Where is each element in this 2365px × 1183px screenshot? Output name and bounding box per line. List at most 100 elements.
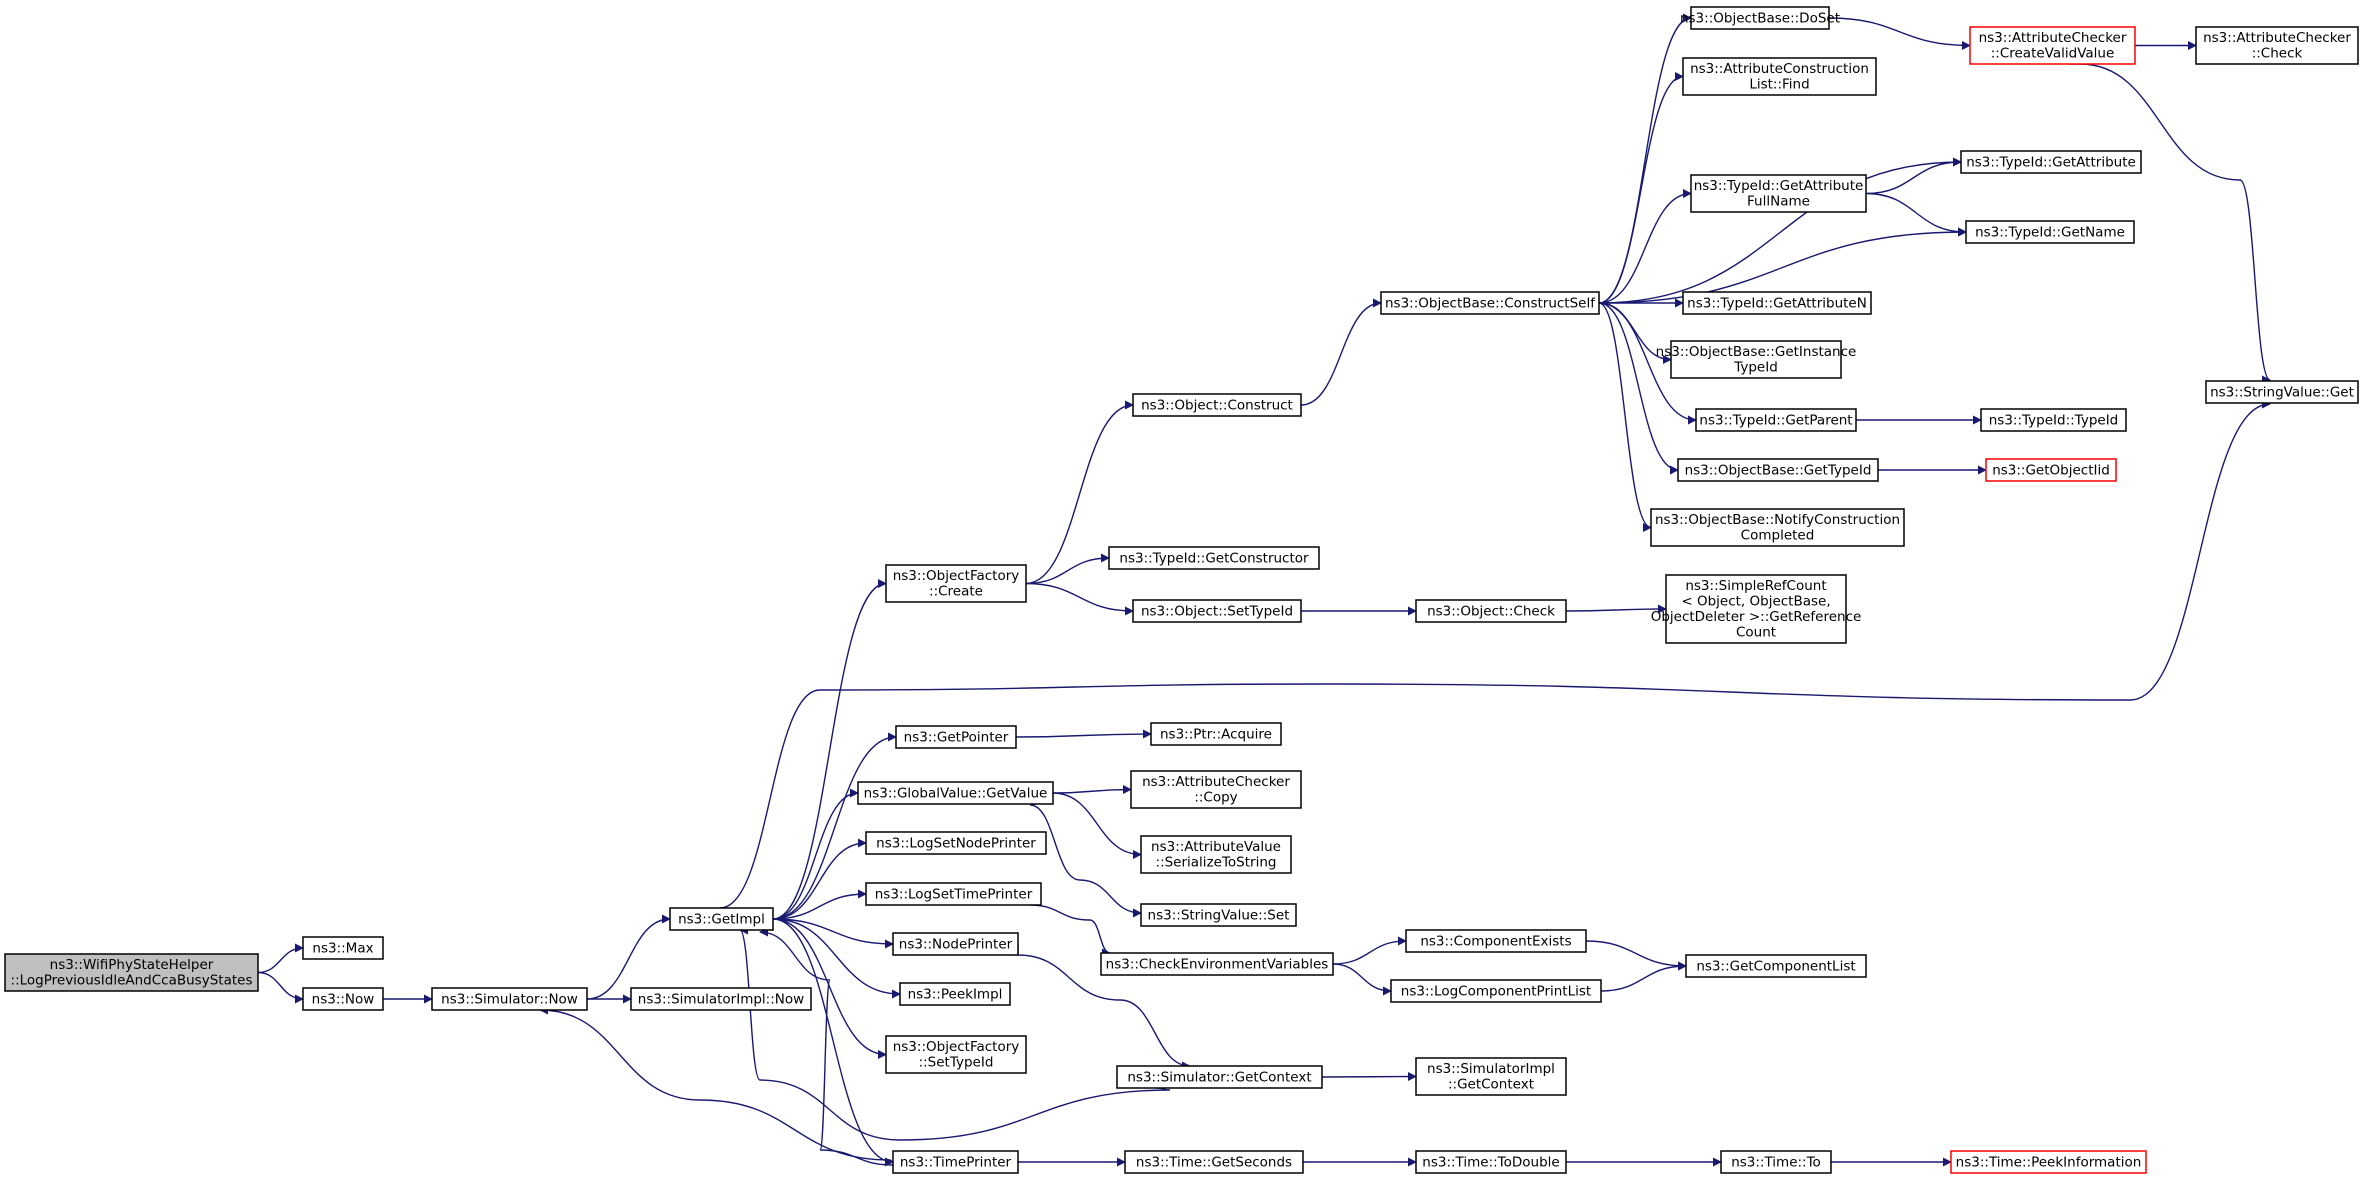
node-label-line: ::GetContext xyxy=(1448,1077,1534,1093)
node-label-line: FullName xyxy=(1747,194,1810,210)
graph-node-compexists[interactable]: ns3::ComponentExists xyxy=(1405,929,1587,953)
call-edge-timeprinter-to-getimpl xyxy=(759,927,894,1166)
graph-node-root[interactable]: ns3::WifiPhyStateHelper::LogPreviousIdle… xyxy=(4,953,259,992)
graph-node-objcheck[interactable]: ns3::Object::Check xyxy=(1415,599,1567,623)
node-label-line: ns3::GetImpl xyxy=(678,911,765,927)
node-box xyxy=(899,982,1011,1006)
graph-node-simimplgetcontext[interactable]: ns3::SimulatorImpl::GetContext xyxy=(1415,1057,1567,1096)
graph-node-gvgetvalue[interactable]: ns3::GlobalValue::GetValue xyxy=(857,781,1054,805)
node-box xyxy=(1720,1150,1832,1174)
graph-node-getattributen[interactable]: ns3::TypeId::GetAttributeN xyxy=(1682,291,1872,315)
node-label-line: ns3::PeekImpl xyxy=(908,986,1003,1002)
node-box xyxy=(1670,340,1842,379)
call-edge-root-to-max xyxy=(257,943,304,974)
graph-node-getpointer[interactable]: ns3::GetPointer xyxy=(895,725,1017,749)
node-label-line: ns3::Object::Check xyxy=(1427,603,1555,619)
call-edge-compexists-to-getcomplist xyxy=(1585,940,1687,971)
graph-node-ptracquire[interactable]: ns3::Ptr::Acquire xyxy=(1150,722,1282,746)
graph-node-timeto[interactable]: ns3::Time::To xyxy=(1720,1150,1832,1174)
node-label-line: ::SerializeToString xyxy=(1156,855,1277,871)
node-box xyxy=(1985,458,2117,482)
graph-node-simgetcontext[interactable]: ns3::Simulator::GetContext xyxy=(1116,1065,1323,1089)
graph-node-simnow[interactable]: ns3::Simulator::Now xyxy=(431,987,588,1011)
graph-node-getparent[interactable]: ns3::TypeId::GetParent xyxy=(1695,408,1857,432)
node-label-line: ns3::ObjectBase::GetInstance xyxy=(1656,344,1857,360)
graph-node-doset[interactable]: ns3::ObjectBase::DoSet xyxy=(1680,6,1840,30)
graph-node-accheck[interactable]: ns3::AttributeChecker::Check xyxy=(2195,26,2359,65)
node-box xyxy=(1690,6,1830,30)
graph-node-typeid[interactable]: ns3::TypeId::TypeId xyxy=(1980,408,2127,432)
graph-node-timeprinter[interactable]: ns3::TimePrinter xyxy=(892,1150,1019,1174)
graph-node-logtimeprinter[interactable]: ns3::LogSetTimePrinter xyxy=(865,882,1042,906)
graph-node-nodeprinter[interactable]: ns3::NodePrinter xyxy=(892,932,1019,956)
call-edge-gvgetvalue-to-accopy xyxy=(1052,785,1132,795)
node-box xyxy=(892,932,1019,956)
node-label-line: ns3::ComponentExists xyxy=(1420,933,1571,949)
graph-node-now[interactable]: ns3::Now xyxy=(302,987,384,1011)
node-box xyxy=(1690,174,1867,213)
node-label-line: ObjectDeleter >::GetReference xyxy=(1651,609,1862,625)
node-label-line: ::LogPreviousIdleAndCcaBusyStates xyxy=(11,973,253,989)
node-label-line: ::Copy xyxy=(1194,790,1237,806)
graph-node-simimplnow[interactable]: ns3::SimulatorImpl::Now xyxy=(630,987,812,1011)
call-edge-constructself-to-getobjtypeid xyxy=(1598,302,1679,475)
node-box xyxy=(1124,1150,1304,1174)
graph-node-notifycc[interactable]: ns3::ObjectBase::NotifyConstructionCompl… xyxy=(1650,508,1905,547)
node-box xyxy=(895,725,1017,749)
node-box xyxy=(865,831,1047,855)
graph-node-accreate[interactable]: ns3::AttributeChecker::CreateValidValue xyxy=(1969,26,2136,65)
graph-node-ofcreate[interactable]: ns3::ObjectFactory::Create xyxy=(885,564,1027,603)
node-box xyxy=(1650,508,1905,547)
graph-node-accopy[interactable]: ns3::AttributeChecker::Copy xyxy=(1130,770,1302,809)
call-edge-getimpl-to-logtimeprinter xyxy=(772,889,867,920)
graph-node-getcomplist[interactable]: ns3::GetComponentList xyxy=(1685,954,1867,978)
call-edge-getimpl-to-lognodeprinter xyxy=(772,838,867,920)
graph-node-todouble[interactable]: ns3::Time::ToDouble xyxy=(1415,1150,1567,1174)
graph-node-peekimpl[interactable]: ns3::PeekImpl xyxy=(899,982,1011,1006)
node-label-line: ::CreateValidValue xyxy=(1991,46,2115,62)
graph-node-getimpl[interactable]: ns3::GetImpl xyxy=(669,907,774,931)
call-edge-getimpl-to-getpointer xyxy=(772,732,897,920)
node-label-line: ns3::AttributeChecker xyxy=(1142,774,1290,790)
graph-node-getobjtypeid[interactable]: ns3::ObjectBase::GetTypeId xyxy=(1677,458,1879,482)
graph-node-getconstructor[interactable]: ns3::TypeId::GetConstructor xyxy=(1108,546,1320,570)
graph-node-objconstruct[interactable]: ns3::Object::Construct xyxy=(1132,393,1302,417)
node-box xyxy=(302,987,384,1011)
call-edge-getimpl-to-timeprinter xyxy=(772,918,894,1167)
node-box xyxy=(1405,929,1587,953)
graph-node-svset[interactable]: ns3::StringValue::Set xyxy=(1140,903,1297,927)
node-box xyxy=(1415,1057,1567,1096)
node-label-line: ns3::ObjectFactory xyxy=(893,1039,1020,1055)
node-label-line: ns3::AttributeValue xyxy=(1151,839,1281,855)
graph-node-objsettypeid[interactable]: ns3::Object::SetTypeId xyxy=(1132,599,1302,623)
node-box xyxy=(1665,574,1847,644)
graph-node-peekinfo[interactable]: ns3::Time::PeekInformation xyxy=(1950,1150,2147,1174)
node-label-line: Completed xyxy=(1741,528,1815,544)
node-label-line: ns3::GetObjectIid xyxy=(1992,462,2110,478)
graph-node-ofsettypeid[interactable]: ns3::ObjectFactory::SetTypeId xyxy=(885,1035,1027,1074)
graph-node-simplerefcount[interactable]: ns3::SimpleRefCount< Object, ObjectBase,… xyxy=(1651,574,1862,644)
graph-node-getattribute[interactable]: ns3::TypeId::GetAttribute xyxy=(1960,150,2142,174)
graph-node-avserialize[interactable]: ns3::AttributeValue::SerializeToString xyxy=(1140,835,1292,874)
graph-node-getname[interactable]: ns3::TypeId::GetName xyxy=(1965,220,2135,244)
graph-node-getobjectiid[interactable]: ns3::GetObjectIid xyxy=(1985,458,2117,482)
call-edge-logtimeprinter-to-checkenv xyxy=(1029,893,1111,958)
node-label-line: ns3::Now xyxy=(312,991,375,1007)
graph-node-checkenv[interactable]: ns3::CheckEnvironmentVariables xyxy=(1100,952,1334,976)
node-label-line: ns3::ObjectBase::NotifyConstruction xyxy=(1655,512,1900,528)
graph-node-svget[interactable]: ns3::StringValue::Get xyxy=(2205,380,2359,404)
call-edge-constructself-to-getparent xyxy=(1598,302,1697,425)
graph-node-lognodeprinter[interactable]: ns3::LogSetNodePrinter xyxy=(865,831,1047,855)
graph-node-timegetseconds[interactable]: ns3::Time::GetSeconds xyxy=(1124,1150,1304,1174)
node-label-line: < Object, ObjectBase, xyxy=(1681,594,1830,610)
node-label-line: ns3::TypeId::GetAttributeN xyxy=(1687,295,1867,311)
node-label-line: ns3::AttributeChecker xyxy=(2203,30,2351,46)
node-box xyxy=(1140,903,1297,927)
call-edge-getpointer-to-ptracquire xyxy=(1015,729,1152,739)
graph-node-max[interactable]: ns3::Max xyxy=(302,936,384,960)
graph-node-logcompprint[interactable]: ns3::LogComponentPrintList xyxy=(1390,979,1602,1003)
graph-node-constructself[interactable]: ns3::ObjectBase::ConstructSelf xyxy=(1380,291,1600,315)
